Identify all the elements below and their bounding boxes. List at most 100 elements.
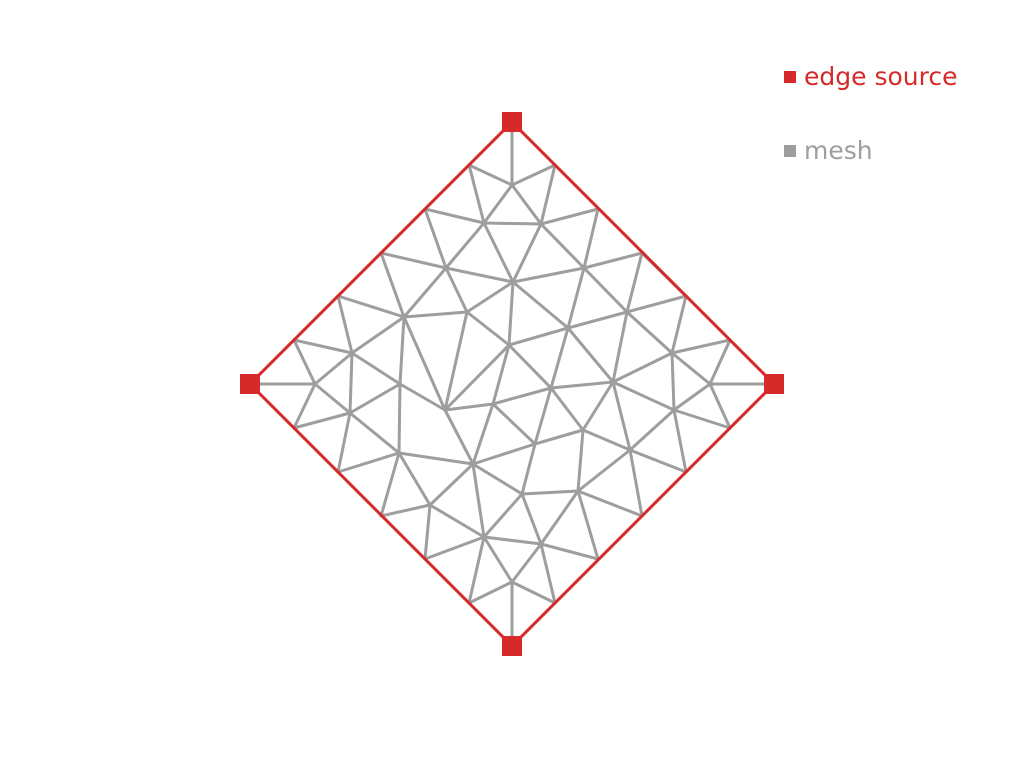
mesh-edge: [350, 315, 406, 355]
mesh-edge: [628, 448, 644, 518]
mesh-edge: [576, 489, 644, 518]
mesh-edge: [348, 351, 354, 415]
mesh-edge: [423, 503, 432, 561]
mesh-edge: [379, 251, 448, 270]
mesh-edge: [510, 542, 543, 584]
mesh-edge: [398, 315, 406, 386]
mesh-edge: [471, 442, 537, 466]
mesh-edge: [670, 294, 688, 355]
mesh-edge: [507, 280, 515, 347]
mesh-edge: [582, 266, 629, 314]
mesh-edge: [348, 382, 402, 415]
mesh-edge: [444, 266, 469, 314]
legend-label-edge-source: edge source: [804, 62, 958, 91]
mesh-edge: [423, 535, 486, 561]
mesh-edge: [566, 266, 586, 330]
mesh-edge: [428, 462, 475, 507]
mesh-edge: [465, 310, 511, 347]
mesh-edge: [482, 492, 524, 539]
mesh-edge: [581, 428, 632, 452]
mesh-edge: [491, 343, 511, 406]
mesh-edge: [670, 351, 712, 386]
mesh-edge: [292, 338, 354, 355]
edge-source-corners: [240, 112, 784, 656]
mesh-edge: [511, 280, 570, 330]
mesh-edge: [402, 266, 448, 319]
mesh-edge: [443, 408, 475, 466]
mesh-edge: [292, 338, 317, 386]
mesh-edge: [625, 251, 644, 314]
mesh-edge: [576, 428, 585, 493]
mesh-edge: [511, 266, 586, 284]
mesh-edge: [397, 451, 475, 466]
mesh-edge: [313, 382, 352, 415]
mesh-edge: [576, 448, 632, 493]
mesh-edge: [628, 448, 688, 474]
mesh-edge: [423, 207, 448, 270]
mesh-edge: [539, 207, 600, 226]
mesh-edge: [313, 351, 354, 386]
mesh-edge: [539, 542, 557, 605]
mesh-edge: [471, 402, 495, 466]
mesh-edge: [292, 411, 352, 430]
mesh-edge: [423, 207, 486, 225]
mesh-edge: [566, 326, 615, 384]
mesh-edge: [350, 351, 402, 386]
mesh-edge: [520, 492, 543, 546]
mesh-edge: [482, 221, 543, 226]
mesh-edge: [510, 580, 557, 605]
mesh-edge: [625, 294, 688, 314]
mesh-edge: [336, 294, 354, 355]
mesh-edge: [379, 451, 401, 518]
mesh-edge: [672, 408, 732, 430]
mesh-edge: [336, 294, 406, 319]
mesh-edge: [471, 462, 486, 539]
mesh-edge: [611, 380, 676, 412]
mesh-edge: [379, 251, 406, 319]
corner-bottom-marker: [502, 636, 522, 656]
mesh-edge: [672, 382, 712, 412]
boundary-edge: [247, 119, 777, 649]
edge-source-swatch: [784, 71, 796, 83]
mesh-edge: [708, 338, 732, 386]
legend-item-edge-source: edge source: [784, 60, 957, 94]
mesh-edge: [467, 535, 486, 605]
mesh-edge: [379, 503, 432, 518]
mesh-edge: [443, 343, 511, 412]
mesh-edge: [336, 411, 352, 474]
mesh-edge: [491, 402, 537, 446]
mesh-edge: [443, 310, 469, 412]
mesh-edge: [625, 310, 674, 355]
mesh-swatch: [784, 145, 796, 157]
mesh-edge: [348, 411, 401, 455]
mesh-edge: [670, 338, 732, 355]
mesh-edge: [467, 580, 514, 605]
mesh-edge: [611, 310, 629, 384]
mesh-edge: [582, 251, 644, 270]
mesh-edge: [482, 535, 543, 546]
mesh-edge: [510, 183, 543, 226]
mesh-edge: [491, 386, 553, 406]
mesh-edge: [397, 382, 402, 455]
mesh-edge: [672, 408, 688, 474]
mesh-edge: [467, 163, 514, 187]
mesh-edge: [510, 163, 557, 187]
mesh-edge: [482, 535, 514, 584]
mesh-edge: [444, 266, 515, 284]
mesh-edges: [248, 120, 776, 648]
mesh-edge: [533, 386, 553, 446]
mesh-edge: [539, 489, 580, 546]
mesh-edge: [520, 442, 537, 496]
mesh-edge: [397, 451, 432, 507]
mesh-edge: [549, 326, 570, 390]
mesh-edge: [482, 183, 514, 225]
mesh-edge: [581, 380, 615, 432]
mesh-edge: [628, 408, 676, 452]
mesh-edge: [533, 428, 585, 446]
mesh-edge: [520, 489, 580, 496]
corner-left-marker: [240, 374, 260, 394]
mesh-edge: [471, 462, 524, 496]
mesh-edge: [549, 380, 615, 390]
legend: edge source mesh: [784, 60, 957, 208]
mesh-edge: [398, 382, 447, 412]
